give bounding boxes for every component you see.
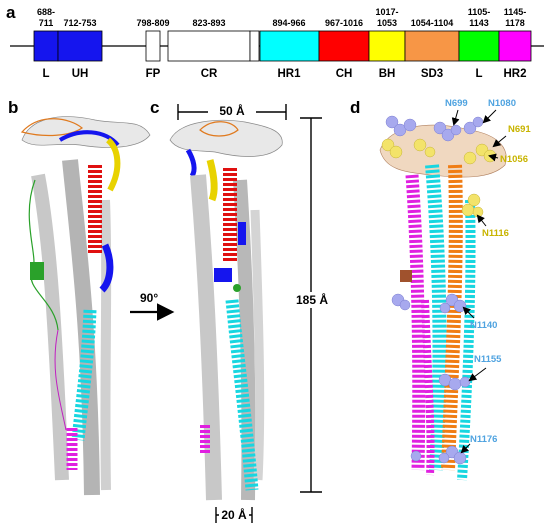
magenta-helix-d1 [405,174,426,471]
glycan-arrow-N691 [492,135,507,148]
rotation-indicator: 90° [130,291,175,321]
structure-c: 50 Å 20 Å [169,103,287,523]
gray-helix-b2 [62,159,100,496]
domain-bar: 688- 711 712-753 798-809 823-893 894-966… [10,7,544,80]
cyan-helix-b [71,309,97,441]
blue-helix-c [238,222,246,245]
glycan-spheres-blue [385,115,484,465]
domain-SD3-box [404,30,460,62]
panel-label-a: a [6,3,16,22]
blue-strand-b [58,130,120,147]
glycan-label-N1155: N1155 [474,354,502,365]
cyan-helix-c [225,299,259,491]
range-label-CH: 967-1016 [325,18,363,28]
blue-helix-b [99,243,114,293]
domain-UH-box [57,30,103,62]
glycan-label-N1176: N1176 [470,434,497,445]
domain-BH-box [368,30,406,62]
range-label-L2: 1105- [468,7,491,17]
blue-helix-c2 [214,268,232,282]
gray-helix-b1 [31,173,69,481]
cyan-helix-d2 [457,199,476,481]
range-label-BH-2: 1053 [377,18,397,28]
domain-name-UH: UH [72,68,89,80]
orange-helix-d1 [441,164,463,471]
range-label-SD3: 1054-1104 [411,18,454,28]
range-label-HR1: 894-966 [272,18,305,28]
height-label: 185 Å [296,292,328,307]
gray-helix-c3 [250,209,265,481]
width-bottom-label-bg [219,508,249,522]
gray-helix-c1 [190,174,222,501]
range-label-L2-2: 1143 [469,18,489,28]
domain-FP-box [145,30,161,62]
head-region-c [169,119,283,157]
rotation-label: 90° [140,291,158,305]
green-helix-b [30,262,44,280]
glycan-label-N1116: N1116 [482,228,509,239]
range-label-HR2-2: 1178 [505,18,525,28]
glycan-arrow-N1116 [476,214,487,227]
domain-name-HR2: HR2 [503,68,526,80]
range-label-CR: 823-893 [192,18,225,28]
orange-loop-b [20,118,84,137]
structure-b [20,116,151,496]
panel-label-c: c [150,98,159,117]
glycan-arrow-N1155 [468,367,487,382]
domain-name-HR1: HR1 [277,68,301,80]
range-label-BH: 1017- [375,7,398,17]
domain-HR1-box [259,30,320,62]
glycan-arrow-N699 [451,109,460,126]
magenta-helix-d2 [421,299,435,476]
gray-helix-b3 [100,199,112,491]
glycan-label-N1080: N1080 [488,98,516,109]
domain-name-CH: CH [336,68,353,80]
domain-L-box [33,30,59,62]
glycan-label-N691: N691 [508,124,531,135]
panel-label-d: d [350,98,360,117]
domain-name-BH: BH [379,68,396,80]
brown-bit-d [400,270,412,282]
domain-L2-box [458,30,500,62]
range-label-L: 688- [37,7,55,17]
glycan-label-N1056: N1056 [500,154,528,165]
glycan-label-N699: N699 [445,98,468,109]
glycan-label-N1140: N1140 [470,320,497,331]
structure-d: N699 N1080 N691 N1056 N1116 N1140 N1155 … [379,98,531,481]
range-label-L-2: 711 [39,18,54,28]
width-top-label: 50 Å [219,103,245,118]
domain-name-CR: CR [201,68,218,80]
gray-helix-c2 [233,179,256,501]
domain-spacer-box [249,30,260,62]
domain-HR2-box [498,30,532,62]
glycan-arrow-N1176 [460,443,471,454]
range-label-FP: 798-809 [136,18,169,28]
height-label-bg [290,292,334,308]
glycan-arrow-N1080 [482,109,497,124]
range-label-UH: 712-753 [63,18,96,28]
domain-CR-box [167,30,251,62]
glycan-spheres-yellow [381,138,497,218]
width-top-label-bg [208,104,256,118]
cyan-helix-d1 [425,164,447,471]
domain-name-FP: FP [146,68,161,80]
glycan-arrow-N1056 [488,153,499,162]
yellow-helix-b [105,137,121,192]
width-bottom-label: 20 Å [221,507,247,522]
blue-strand-c [185,148,197,178]
height-dimension: 185 Å [290,117,334,493]
panel-label-b: b [8,98,18,117]
domain-name-L2: L [475,68,482,80]
yellow-helix-c [206,159,218,202]
glycan-arrow-N1140 [462,306,475,319]
green-bit-c [233,284,241,292]
magenta-loop-b [54,329,67,431]
orange-loop-c [199,121,239,137]
range-label-HR2: 1145- [504,7,527,17]
domain-CH-box [318,30,370,62]
domain-name-SD3: SD3 [421,68,443,80]
head-region-d [379,124,507,178]
domain-name-L: L [42,68,49,80]
